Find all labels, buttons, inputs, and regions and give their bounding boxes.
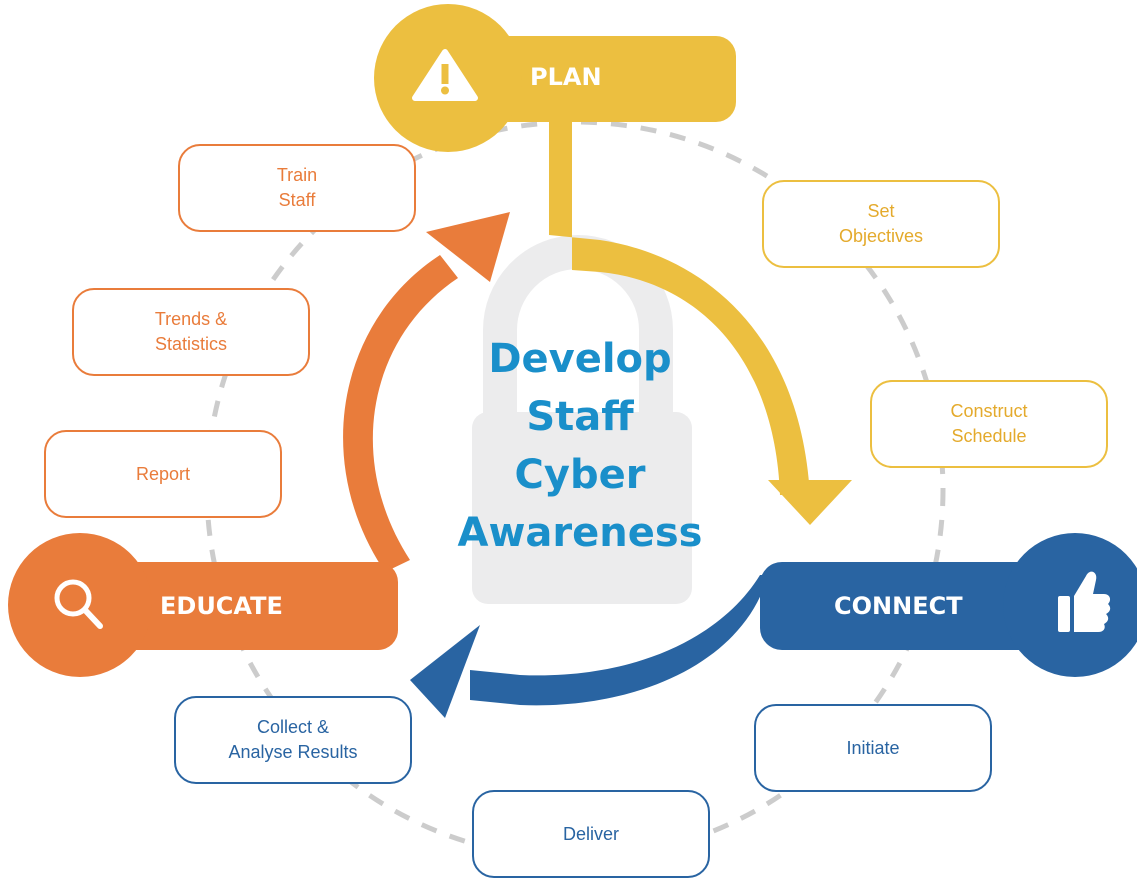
step-label: Schedule: [951, 426, 1027, 446]
title-line: Staff: [526, 394, 634, 440]
step-label: Construct: [950, 401, 1028, 421]
step-trends-statistics: Trends & Statistics: [72, 288, 310, 376]
step-label: Statistics: [154, 334, 228, 354]
step-label: Analyse Results: [228, 742, 358, 762]
plan-label: PLAN: [530, 63, 602, 91]
step-label: Collect &: [256, 717, 330, 737]
step-train-staff: Train Staff: [178, 144, 416, 232]
step-report: Report: [44, 430, 282, 518]
thumbs-up-icon: [1058, 571, 1111, 632]
step-label: Trends &: [154, 309, 228, 329]
step-label: Initiate: [846, 737, 900, 758]
educate-stage: [8, 533, 398, 677]
connect-to-educate-arrow: [410, 575, 768, 718]
title-line: Develop: [488, 336, 672, 382]
step-label: Report: [135, 463, 191, 484]
warning-icon: [412, 49, 478, 101]
step-deliver: Deliver: [472, 790, 710, 878]
connect-stage: [760, 533, 1137, 677]
plan-stage: [374, 4, 736, 152]
step-construct-schedule: Construct Schedule: [870, 380, 1108, 468]
step-label: Staff: [278, 190, 316, 210]
plan-to-connect-arrow: [549, 112, 852, 525]
step-label: Set: [867, 201, 895, 221]
search-icon: [54, 579, 103, 629]
diagram-title: Develop Staff Cyber Awareness: [430, 330, 730, 562]
step-set-objectives: Set Objectives: [762, 180, 1000, 268]
title-line: Awareness: [457, 510, 703, 556]
step-label: Deliver: [562, 823, 619, 844]
title-line: Cyber: [514, 452, 646, 498]
educate-label: EDUCATE: [160, 592, 283, 620]
educate-to-plan-arrow: [343, 212, 510, 572]
step-label: Train: [276, 165, 318, 185]
step-collect-analyse-results: Collect & Analyse Results: [174, 696, 412, 784]
step-label: Objectives: [838, 226, 924, 246]
step-initiate: Initiate: [754, 704, 992, 792]
connect-label: CONNECT: [834, 592, 963, 620]
